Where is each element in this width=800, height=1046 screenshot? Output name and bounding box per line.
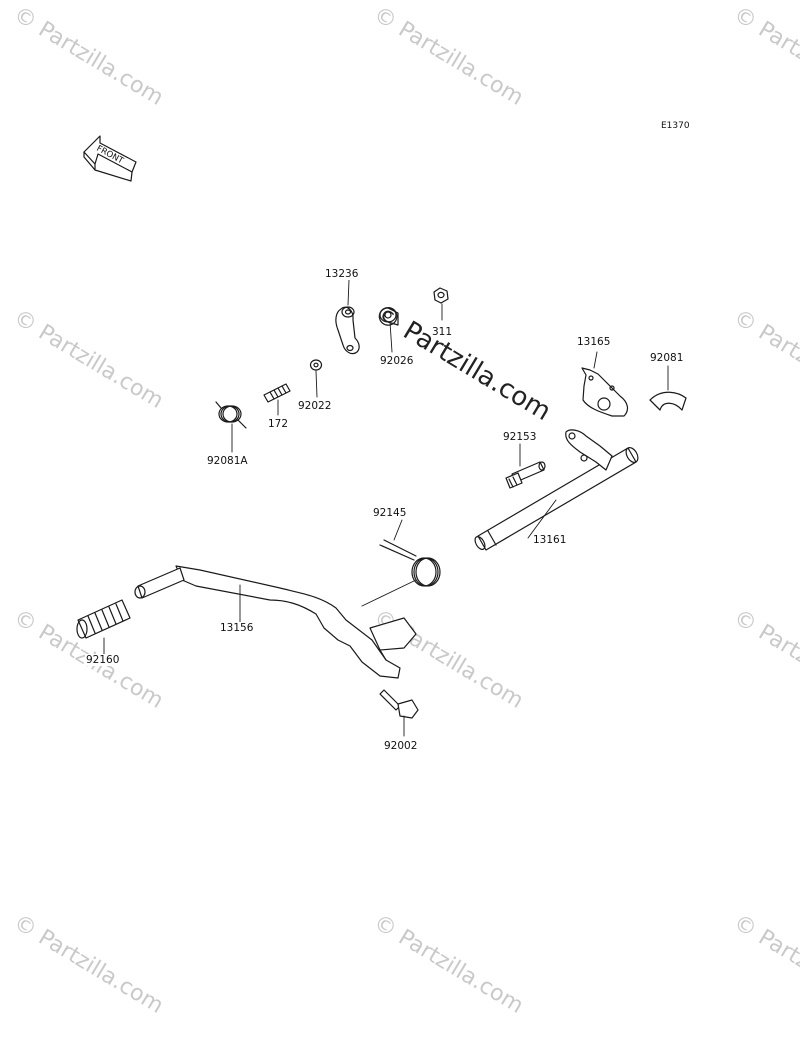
part-label-13156[interactable]: 13156 xyxy=(219,622,255,634)
part-label-311[interactable]: 311 xyxy=(431,326,454,338)
part-label-92153[interactable]: 92153 xyxy=(502,431,538,443)
part-label-92081A[interactable]: 92081A xyxy=(206,455,249,467)
part-92081A-spring xyxy=(215,401,247,429)
part-label-92145[interactable]: 92145 xyxy=(372,507,408,519)
part-92160-rubber xyxy=(76,599,131,639)
leader-lines xyxy=(103,279,669,737)
part-label-13236[interactable]: 13236 xyxy=(324,268,360,280)
part-92153-pin xyxy=(505,461,546,489)
part-92145-spring xyxy=(379,539,441,587)
part-13156-pedal xyxy=(134,565,417,679)
part-92022-washer xyxy=(309,359,323,371)
part-92002-bolt xyxy=(379,689,419,719)
diagram-code: E1370 xyxy=(661,121,690,131)
part-label-92002[interactable]: 92002 xyxy=(383,740,419,752)
part-172-stud xyxy=(263,383,291,403)
part-311-nut xyxy=(433,287,449,304)
part-label-92160[interactable]: 92160 xyxy=(85,654,121,666)
part-92026-collar xyxy=(379,307,399,326)
part-label-92022[interactable]: 92022 xyxy=(297,400,333,412)
part-13165-plate xyxy=(581,367,629,417)
part-label-13161[interactable]: 13161 xyxy=(532,534,568,546)
part-13161-shaft xyxy=(474,429,639,551)
part-label-172[interactable]: 172 xyxy=(267,418,290,430)
front-arrow-icon: FRONT xyxy=(83,135,137,182)
part-label-13165[interactable]: 13165 xyxy=(576,336,612,348)
part-label-92026[interactable]: 92026 xyxy=(379,355,415,367)
part-92081-clip xyxy=(649,391,687,411)
part-13236-link-arm xyxy=(335,306,360,355)
part-label-92081[interactable]: 92081 xyxy=(649,352,685,364)
